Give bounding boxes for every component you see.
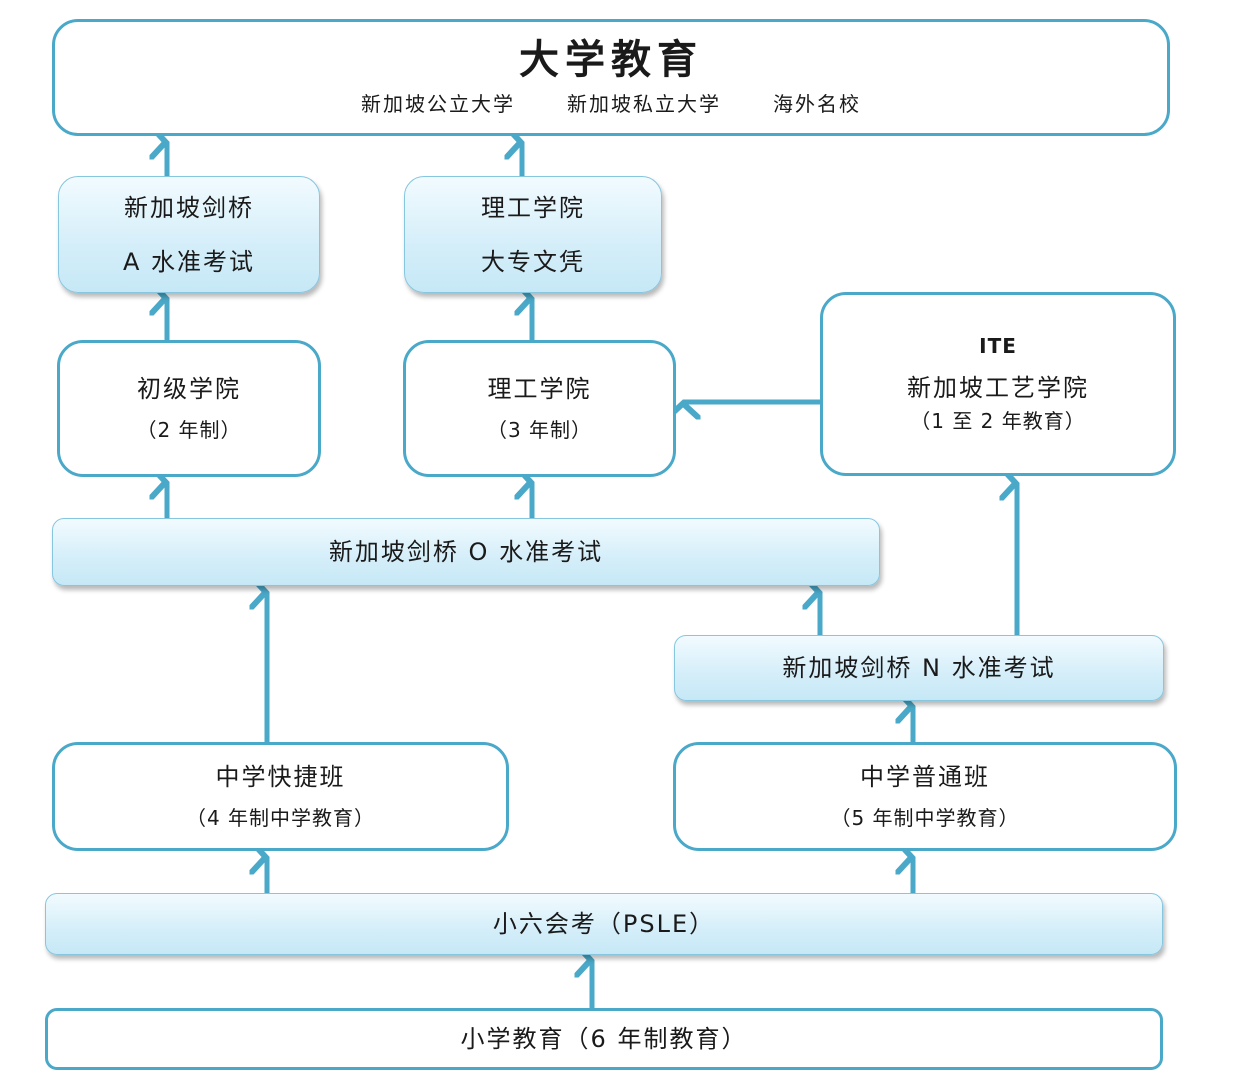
private-university-label: 新加坡私立大学 [567, 92, 721, 116]
normal-line2: （5 年制中学教育） [830, 806, 1020, 830]
normal-stream-box: 中学普通班 （5 年制中学教育） [673, 742, 1177, 851]
junior-college-box: 初级学院 （2 年制） [57, 340, 321, 477]
express-line1: 中学快捷班 [215, 763, 346, 791]
ite-line3: （1 至 2 年教育） [910, 409, 1086, 433]
junior-college-line1: 初级学院 [137, 375, 241, 403]
a-level-line2: A 水准考试 [122, 247, 256, 276]
university-box: 大学教育 新加坡公立大学 新加坡私立大学 海外名校 [52, 19, 1170, 136]
n-level-box: 新加坡剑桥 N 水准考试 [674, 635, 1164, 701]
university-title: 大学教育 [519, 36, 703, 83]
polytechnic-line2: （3 年制） [486, 418, 593, 442]
psle-label: 小六会考（PSLE） [492, 910, 716, 938]
junior-college-line2: （2 年制） [136, 418, 242, 442]
overseas-university-label: 海外名校 [773, 92, 861, 116]
university-subtitles: 新加坡公立大学 新加坡私立大学 海外名校 [361, 88, 861, 117]
ite-box: ITE 新加坡工艺学院 （1 至 2 年教育） [820, 292, 1176, 476]
primary-education-box: 小学教育（6 年制教育） [45, 1008, 1163, 1070]
polytechnic-box: 理工学院 （3 年制） [403, 340, 676, 477]
express-line2: （4 年制中学教育） [185, 806, 376, 830]
o-level-box: 新加坡剑桥 O 水准考试 [52, 518, 880, 586]
n-level-label: 新加坡剑桥 N 水准考试 [782, 654, 1056, 682]
primary-label: 小学教育（6 年制教育） [460, 1025, 748, 1053]
o-level-label: 新加坡剑桥 O 水准考试 [328, 538, 604, 566]
polytechnic-line1: 理工学院 [487, 375, 592, 403]
poly-diploma-line1: 理工学院 [481, 193, 585, 222]
express-stream-box: 中学快捷班 （4 年制中学教育） [52, 742, 509, 851]
poly-diploma-box: 理工学院 大专文凭 [404, 176, 662, 293]
ite-line2: 新加坡工艺学院 [907, 374, 1089, 402]
a-level-box: 新加坡剑桥 A 水准考试 [58, 176, 320, 293]
psle-box: 小六会考（PSLE） [45, 893, 1163, 955]
ite-line1: ITE [979, 334, 1017, 358]
public-university-label: 新加坡公立大学 [361, 92, 515, 116]
a-level-line1: 新加坡剑桥 [124, 193, 254, 222]
poly-diploma-line2: 大专文凭 [481, 247, 585, 276]
normal-line1: 中学普通班 [860, 763, 990, 791]
